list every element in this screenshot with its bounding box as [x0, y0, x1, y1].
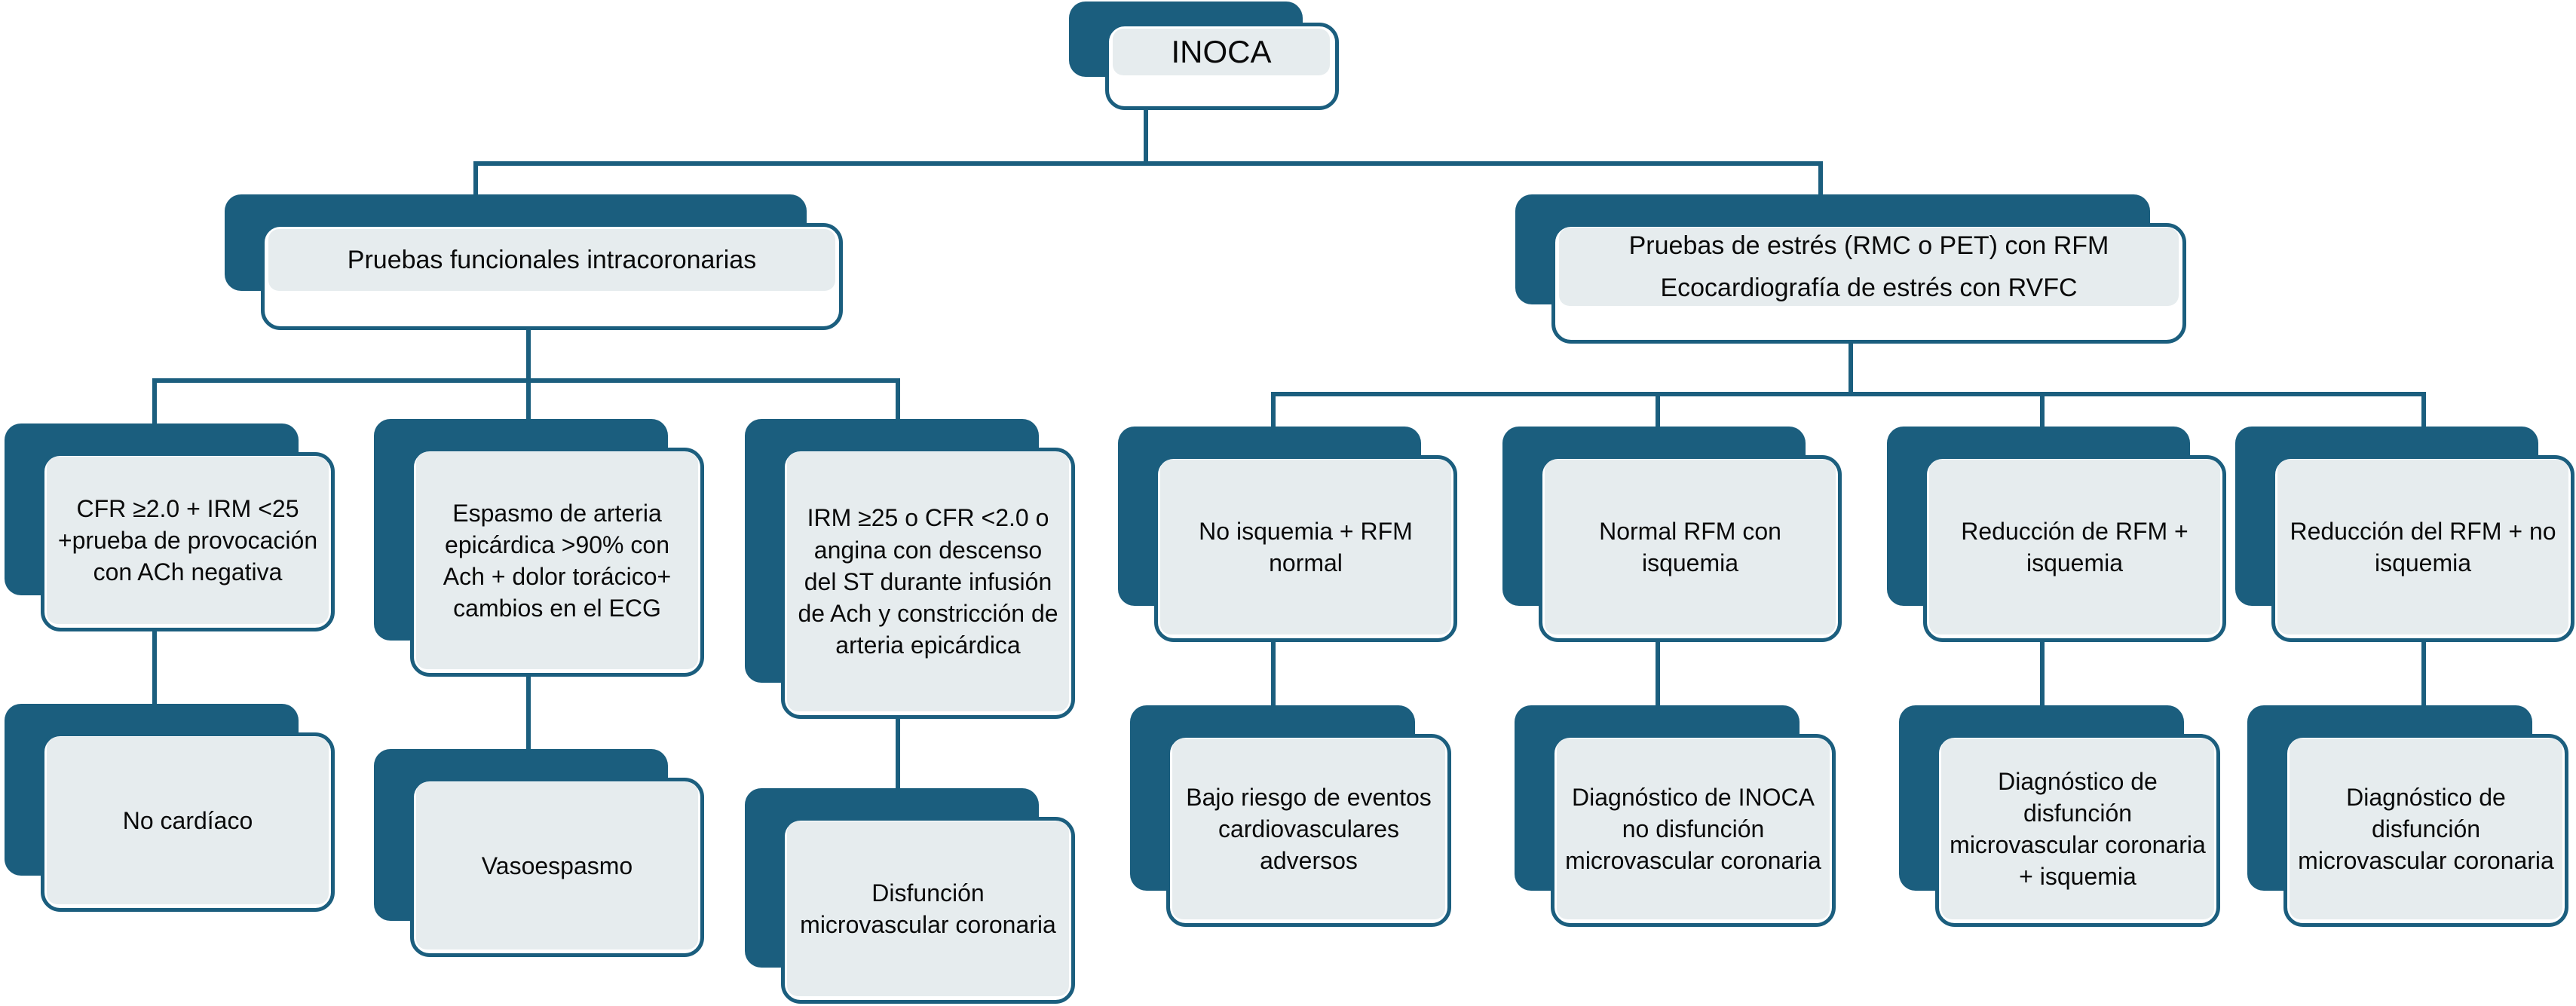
connector-r3-1-to-l4 [1271, 642, 1276, 711]
node-root-inoca[interactable]: INOCA [1069, 2, 1339, 113]
connector-right-child-4 [2421, 392, 2426, 428]
node-label: No cardíaco [47, 737, 329, 904]
node-label: Reducción del RFM + no isquemia [2277, 460, 2568, 634]
connector-r3-2-to-l4 [1656, 642, 1660, 711]
connector-right-child-2 [1656, 392, 1660, 428]
node-vasoespasmo[interactable]: Vasoespasmo [374, 749, 704, 957]
connector-left-child-3 [896, 378, 900, 423]
node-label: Diagnóstico de disfunción microvascular … [2290, 738, 2562, 919]
node-reduccion-rfm-isquemia[interactable]: Reducción de RFM + isquemia [1887, 427, 2226, 642]
node-pruebas-de-estres[interactable]: Pruebas de estrés (RMC o PET) con RFM Ec… [1515, 194, 2186, 344]
node-pruebas-funcionales-intracoronarias[interactable]: Pruebas funcionales intracoronarias [225, 194, 843, 330]
connector-l3-1-to-l4 [152, 631, 157, 707]
connector-r3-3-to-l4 [2040, 642, 2045, 711]
node-normal-rfm-con-isquemia[interactable]: Normal RFM con isquemia [1502, 427, 1842, 642]
node-label: Espasmo de arteria epicárdica >90% con A… [416, 452, 698, 669]
node-label: Pruebas de estrés (RMC o PET) con RFM Ec… [1559, 228, 2179, 306]
node-cfr-irm-ach-negativa[interactable]: CFR ≥2.0 + IRM <25 +prueba de provocació… [5, 423, 335, 631]
connector-root-to-left [473, 161, 478, 197]
node-label: IRM ≥25 o CFR <2.0 o angina con descenso… [787, 452, 1069, 711]
node-label: Normal RFM con isquemia [1545, 460, 1836, 634]
connector-left-branch-stem [526, 324, 531, 381]
node-label: Vasoespasmo [416, 782, 698, 949]
node-diagnostico-inoca-no-disfuncion[interactable]: Diagnóstico de INOCA no disfunción micro… [1515, 705, 1836, 927]
node-diagnostico-disfuncion-microvascular-coronaria[interactable]: Diagnóstico de disfunción microvascular … [2247, 705, 2568, 927]
connector-left-child-1 [152, 378, 157, 423]
connector-right-child-1 [1271, 392, 1276, 428]
connector-left-child-2 [526, 378, 531, 423]
node-espasmo-arteria-epicardica[interactable]: Espasmo de arteria epicárdica >90% con A… [374, 419, 704, 677]
connector-l3-3-to-l4 [896, 716, 900, 791]
node-bajo-riesgo-eventos[interactable]: Bajo riesgo de eventos cardiovasculares … [1130, 705, 1451, 927]
connector-l3-2-to-l4 [526, 677, 531, 752]
node-disfuncion-microvascular-coronaria-left[interactable]: Disfunción microvascular coronaria [745, 788, 1075, 1004]
node-label: Diagnóstico de INOCA no disfunción micro… [1557, 738, 1830, 919]
node-label: Pruebas funcionales intracoronarias [268, 229, 835, 291]
node-no-isquemia-rfm-normal[interactable]: No isquemia + RFM normal [1118, 427, 1457, 642]
node-no-cardiaco[interactable]: No cardíaco [5, 704, 335, 912]
node-diagnostico-disfuncion-isquemia[interactable]: Diagnóstico de disfunción microvascular … [1899, 705, 2220, 927]
node-reduccion-rfm-no-isquemia[interactable]: Reducción del RFM + no isquemia [2235, 427, 2574, 642]
connector-root-bus [473, 161, 1823, 166]
connector-r3-4-to-l4 [2421, 642, 2426, 711]
node-label: Bajo riesgo de eventos cardiovasculares … [1172, 738, 1445, 919]
node-label: Disfunción microvascular coronaria [787, 821, 1069, 996]
node-label: No isquemia + RFM normal [1160, 460, 1451, 634]
node-label: Reducción de RFM + isquemia [1929, 460, 2220, 634]
connector-right-branch-stem [1849, 338, 1853, 395]
node-label: CFR ≥2.0 + IRM <25 +prueba de provocació… [47, 457, 329, 624]
connector-root-to-right [1818, 161, 1823, 197]
node-label: INOCA [1113, 29, 1330, 75]
node-irm-cfr-angina-st[interactable]: IRM ≥25 o CFR <2.0 o angina con descenso… [745, 419, 1075, 719]
connector-right-child-3 [2040, 392, 2045, 428]
node-label: Diagnóstico de disfunción microvascular … [1941, 738, 2214, 919]
connector-right-branch-bus [1271, 392, 2426, 396]
connector-root-stem [1144, 59, 1148, 164]
